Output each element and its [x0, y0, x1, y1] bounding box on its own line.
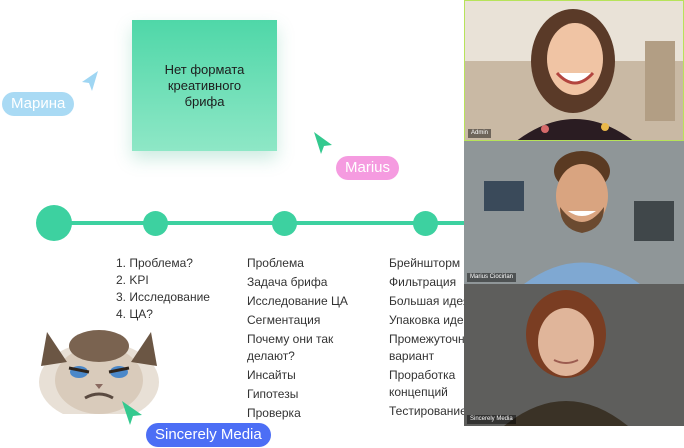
timeline-node[interactable] — [143, 211, 168, 236]
timeline-column-2: Проблема Задача брифа Исследование ЦА Се… — [247, 255, 377, 424]
list-item: 3. Исследование — [116, 290, 210, 304]
timeline-node-start[interactable] — [36, 205, 72, 241]
list-item: Большая идея — [389, 294, 469, 308]
list-item: Проверка — [247, 406, 301, 420]
sticky-note-text: Нет формата креативного брифа — [164, 61, 245, 109]
cursor-label-marina: Марина — [2, 92, 75, 116]
list-item: Проблема — [247, 256, 304, 270]
list-item: Инсайты — [247, 368, 296, 382]
grumpy-cat-image[interactable] — [37, 322, 161, 414]
list-item: Гипотезы — [247, 387, 299, 401]
list-item: Задача брифа — [247, 275, 328, 289]
timeline-line — [54, 221, 474, 225]
list-item: Фильтрация — [389, 275, 457, 289]
list-item: Исследование ЦА — [247, 294, 348, 308]
timeline-node[interactable] — [413, 211, 438, 236]
timeline-node[interactable] — [272, 211, 297, 236]
list-item: Почему они так делают? — [247, 332, 334, 363]
sticky-note[interactable]: Нет формата креативного брифа — [132, 20, 277, 151]
cursor-label-marius: Marius — [336, 156, 400, 180]
list-item: Тестирование — [389, 404, 467, 418]
list-item: Брейншторм — [389, 256, 461, 270]
video-tile-marius[interactable]: Marius Ciocirlan — [464, 141, 684, 284]
list-item: 2. KPI — [116, 273, 149, 287]
list-item: 1. Проблема? — [116, 256, 193, 270]
video-tile-admin[interactable]: Admin — [464, 0, 684, 141]
list-item: Промежуточный вариант — [389, 332, 469, 363]
list-item: 4. ЦА? — [116, 307, 153, 321]
list-item: Проработка концепций — [389, 368, 456, 399]
participant-name: Admin — [468, 129, 492, 138]
list-item: Упаковка идеи — [389, 313, 469, 327]
video-tile-sincerely-media[interactable]: Sincerely Media — [464, 284, 684, 426]
participant-name: Sincerely Media — [467, 415, 516, 424]
list-item: Сегментация — [247, 313, 321, 327]
timeline-column-1: 1. Проблема? 2. KPI 3. Исследование 4. Ц… — [116, 255, 210, 323]
participant-name: Marius Ciocirlan — [467, 273, 517, 282]
cursor-label-sincerely-media: Sincerely Media — [146, 423, 271, 447]
timeline-column-3: Брейншторм Фильтрация Большая идея Упако… — [389, 255, 469, 422]
